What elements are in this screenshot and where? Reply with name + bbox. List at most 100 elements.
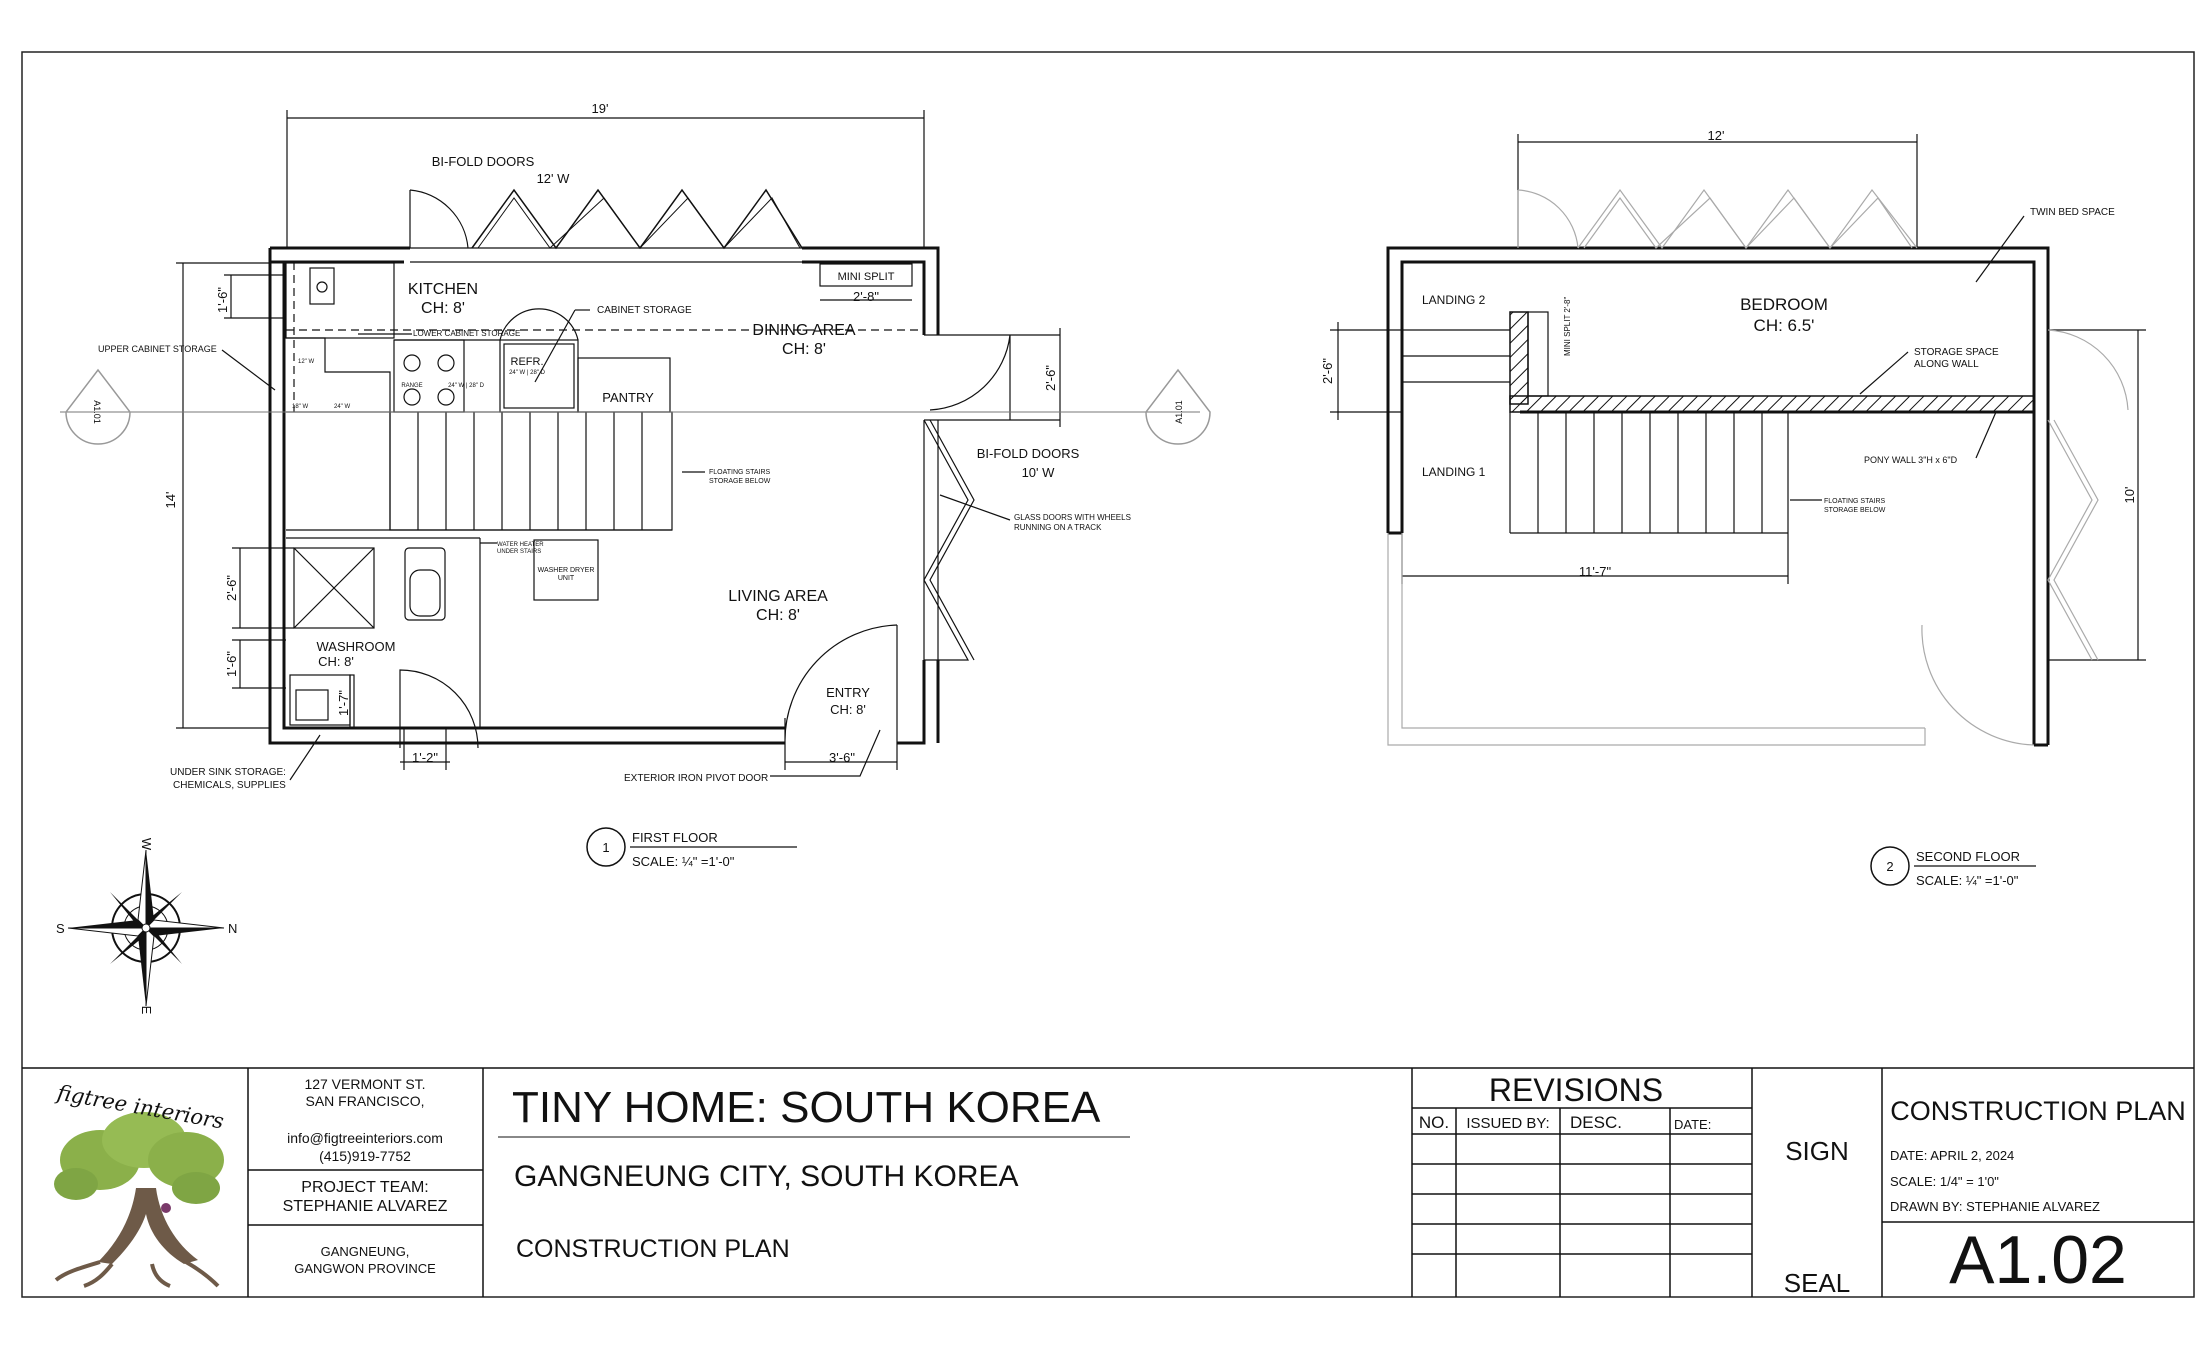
ff-refr-label: REFR. [511, 356, 544, 368]
rev-col-no: NO. [1419, 1113, 1449, 1132]
ff-bifold-top-width: 12' W [537, 171, 571, 186]
sf-dim-10: 10' [2122, 487, 2137, 504]
ff-pantry-label: PANTRY [602, 390, 654, 405]
sheet-border [21, 51, 2195, 1298]
section-marker-left-label: A1.01 [92, 400, 102, 424]
sf-storage-below: STORAGE BELOW [1824, 507, 1886, 514]
sf-bedroom-ch: CH: 6.5' [1754, 316, 1815, 335]
sf-bedroom-label: BEDROOM [1740, 295, 1828, 314]
ff-water-heater: WATER HEATER [497, 542, 544, 548]
sf-mini-split: MINI SPLIT 2'-8" [1563, 296, 1572, 356]
sf-storage-1: STORAGE SPACE [1914, 347, 1999, 358]
sf-floating-stairs: FLOATING STAIRS [1824, 498, 1886, 505]
ff-small-dim-b: 18" W [292, 404, 308, 410]
seal-label: SEAL [1784, 1268, 1851, 1298]
sheet-title: CONSTRUCTION PLAN [1890, 1096, 2186, 1126]
ff-living-ch: CH: 8' [756, 607, 800, 624]
sf-label-title: SECOND FLOOR [1916, 849, 2020, 864]
first-floor-walls [268, 246, 940, 745]
ff-glass-doors-1: GLASS DOORS WITH WHEELS [1014, 513, 1131, 522]
figtree-logo: figtree interiors [53, 1080, 226, 1288]
sf-overall-width: 12' [1708, 128, 1725, 143]
ff-washroom-label: WASHROOM [317, 639, 396, 654]
ff-bifold-right: BI-FOLD DOORS [977, 446, 1080, 461]
location-line-1: GANGNEUNG, [321, 1244, 410, 1259]
ff-floating-stairs: FLOATING STAIRS [709, 469, 771, 476]
ff-upper-cabinet: UPPER CABINET STORAGE [98, 344, 217, 354]
ff-bifold-right-width: 10' W [1022, 465, 1056, 480]
sf-label-scale: SCALE: ¼" =1'-0" [1916, 873, 2019, 888]
ff-under-sink-2: CHEMICALS, SUPPLIES [173, 780, 286, 791]
ff-entry-ch: CH: 8' [830, 702, 866, 717]
ff-dim-2-6-left: 2'-6" [224, 575, 239, 601]
sf-label-number: 2 [1886, 859, 1893, 874]
project-title: TINY HOME: SOUTH KOREA [512, 1083, 1101, 1132]
sheet-scale: SCALE: 1/4" = 1'0" [1890, 1174, 1999, 1189]
ff-living-label: LIVING AREA [728, 588, 828, 605]
sheet-drawn-by: DRAWN BY: STEPHANIE ALVAREZ [1890, 1199, 2100, 1214]
sf-pony-wall-label: PONY WALL 3"H x 6"D [1864, 455, 1958, 465]
sheet-date: DATE: APRIL 2, 2024 [1890, 1148, 2014, 1163]
ff-range-dim: 24" W | 28" D [448, 383, 484, 389]
team-name: STEPHANIE ALVAREZ [283, 1198, 448, 1215]
ff-pivot-door: EXTERIOR IRON PIVOT DOOR [624, 773, 768, 784]
ff-overall-width: 19' [592, 101, 609, 116]
ff-small-dim-a: 12" W [298, 359, 314, 365]
ff-dim-1-7: 1'-7" [336, 690, 351, 716]
project-type: CONSTRUCTION PLAN [516, 1235, 790, 1263]
ff-washroom-ch: CH: 8' [318, 654, 354, 669]
sign-label: SIGN [1785, 1136, 1849, 1166]
ff-refr-dim: 24" W | 28" D [509, 370, 545, 376]
email-text: info@figtreeinteriors.com [287, 1130, 443, 1146]
sf-mini-split-unit [1509, 311, 1529, 405]
second-floor-plan: 12' BEDROOM CH: 6.5' LANDING 1 LANDING 2… [1320, 128, 2146, 888]
first-floor-plan: A1.01 A1.01 19' 14' BI-FOLD DOORS 12' W … [60, 101, 1211, 869]
ff-dim-1-6-left: 1'-6" [224, 651, 239, 677]
ff-dim-1-6-top: 1'-6" [215, 287, 230, 313]
sf-twin-bed: TWIN BED SPACE [2030, 207, 2115, 218]
sf-landing-2: LANDING 2 [1422, 293, 1486, 307]
sheet-number: A1.02 [1949, 1222, 2127, 1298]
sf-dim-11-7: 11'-7" [1579, 564, 1612, 579]
ff-kitchen-ch: CH: 8' [421, 300, 465, 317]
title-block: figtree interiors 127 VERMONT ST. SAN FR… [22, 1067, 2194, 1298]
ff-mini-split-label: MINI SPLIT [838, 271, 895, 283]
ff-storage-below: STORAGE BELOW [709, 478, 771, 485]
rev-col-date: DATE: [1674, 1117, 1711, 1132]
team-label: PROJECT TEAM: [301, 1179, 428, 1196]
ff-dim-1-2: 1'-2" [412, 750, 438, 765]
ff-dining-ch: CH: 8' [782, 341, 826, 358]
ff-under-sink-1: UNDER SINK STORAGE: [170, 767, 286, 778]
ff-under-stairs: UNDER STAIRS [497, 549, 541, 555]
ff-washer-unit: UNIT [558, 575, 575, 582]
ff-entry-label: ENTRY [826, 685, 870, 700]
ff-kitchen-label: KITCHEN [408, 281, 478, 298]
ff-small-dim-c: 24" W [334, 404, 350, 410]
ff-label-title: FIRST FLOOR [632, 830, 718, 845]
ff-bifold-top: BI-FOLD DOORS [432, 154, 535, 169]
revisions-heading: REVISIONS [1489, 1072, 1663, 1108]
sf-ghost-outline [1387, 188, 2129, 746]
section-marker-left: A1.01 [65, 368, 131, 445]
ff-mini-split-dim: 2'-8" [853, 289, 879, 304]
ff-dining-label: DINING AREA [752, 322, 855, 339]
sf-landing-1: LANDING 1 [1422, 465, 1486, 479]
ff-overall-depth: 14' [163, 492, 178, 509]
first-floor-label: 1 FIRST FLOOR SCALE: ¼" =1'-0" [586, 827, 797, 869]
section-marker-right: A1.01 [1145, 368, 1211, 445]
second-floor-label: 2 SECOND FLOOR SCALE: ¼" =1'-0" [1870, 846, 2036, 888]
location-line-2: GANGWON PROVINCE [294, 1261, 436, 1276]
address-line-2: SAN FRANCISCO, [305, 1093, 424, 1109]
compass-w: W [139, 838, 154, 851]
ff-label-number: 1 [602, 840, 609, 855]
address-line-1: 127 VERMONT ST. [304, 1076, 425, 1092]
sf-storage-2: ALONG WALL [1914, 359, 1979, 370]
section-marker-right-label: A1.01 [1174, 400, 1184, 424]
project-location: GANGNEUNG CITY, SOUTH KOREA [514, 1160, 1019, 1193]
rev-col-issued: ISSUED BY: [1466, 1115, 1549, 1132]
ff-label-scale: SCALE: ¼" =1'-0" [632, 854, 735, 869]
compass-e: E [139, 1006, 154, 1015]
rev-col-desc: DESC. [1570, 1113, 1622, 1132]
